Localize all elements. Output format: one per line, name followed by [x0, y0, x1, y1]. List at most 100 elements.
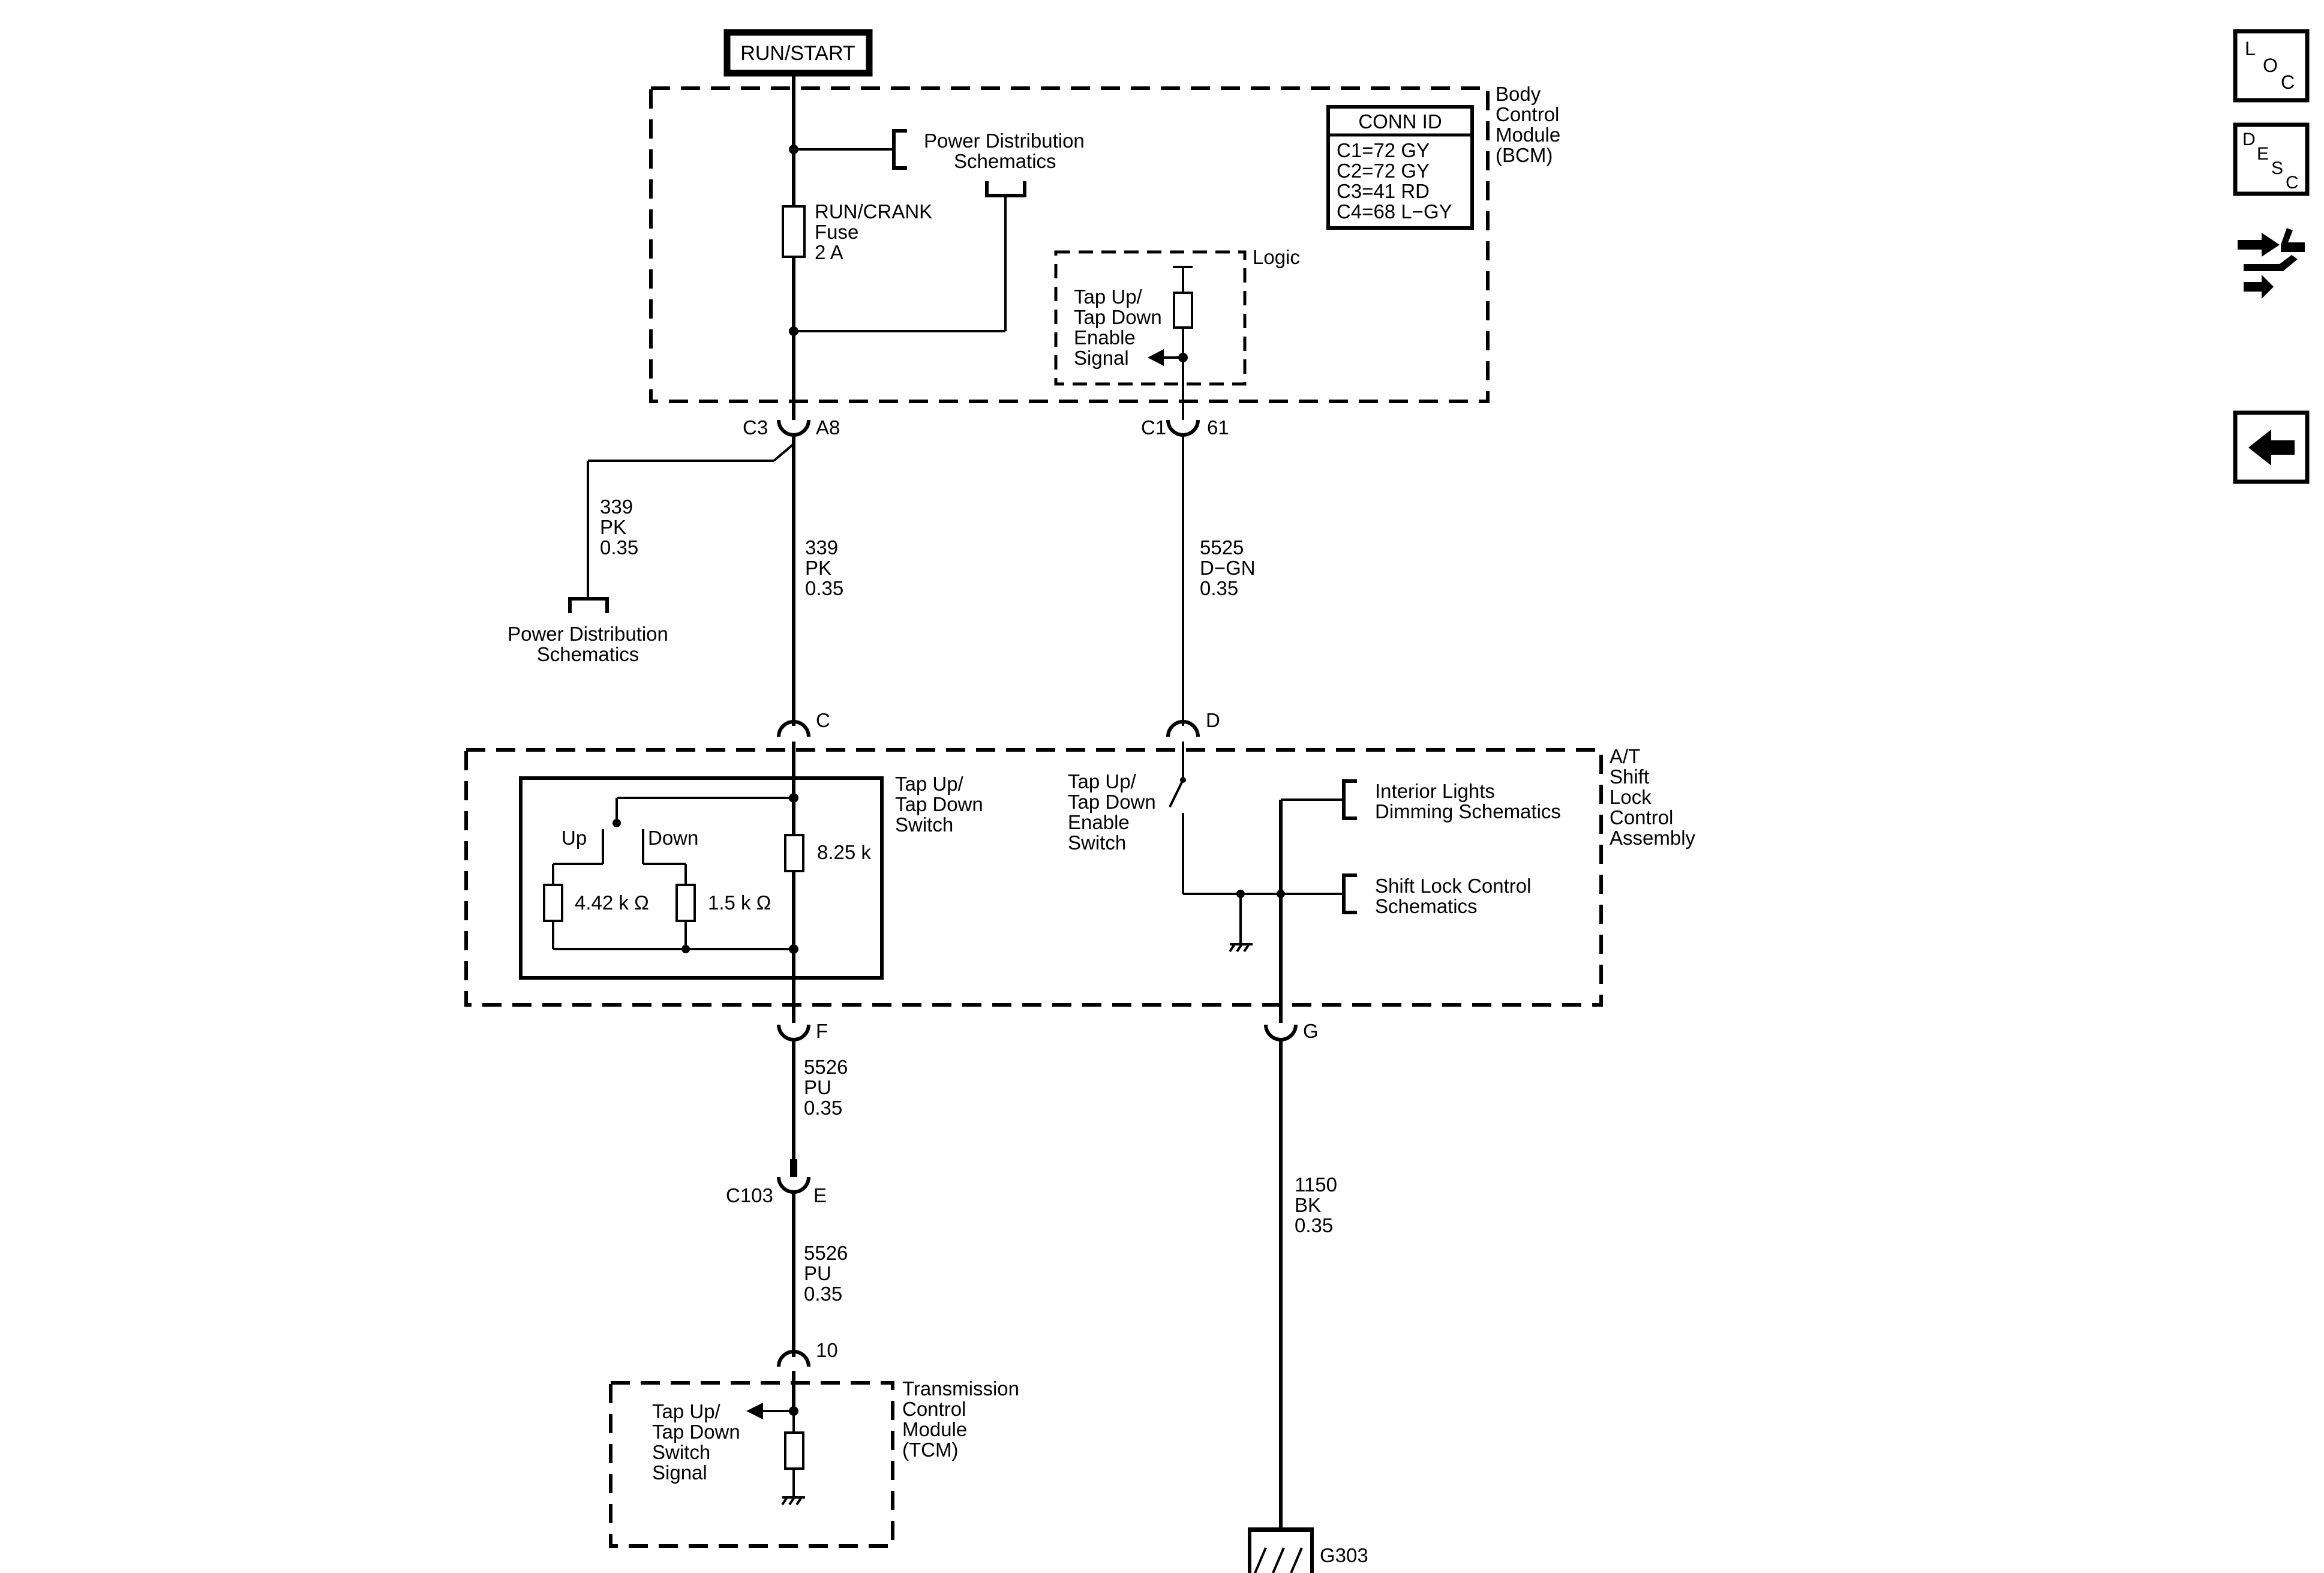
svg-text:Power Distribution: Power Distribution [924, 130, 1085, 152]
svg-text:4.42 k Ω: 4.42 k Ω [575, 891, 649, 914]
svg-text:F: F [816, 1020, 828, 1042]
ground-symbol-shift-lock [1229, 943, 1253, 953]
bcm-logic-box [1054, 250, 1247, 386]
svg-text:G303: G303 [1320, 1544, 1368, 1566]
svg-text:Tap Down: Tap Down [1068, 791, 1156, 813]
tcm-signal-label: Tap Up/ Tap Down Switch Signal [652, 1400, 740, 1484]
connector-repair-icon[interactable] [2238, 228, 2305, 299]
svg-text:Enable: Enable [1068, 811, 1130, 833]
svg-text:C: C [2281, 71, 2295, 93]
svg-text:Fuse: Fuse [815, 221, 858, 243]
svg-text:Tap Down: Tap Down [1074, 306, 1162, 328]
svg-text:0.35: 0.35 [1295, 1214, 1333, 1236]
svg-text:Enable: Enable [1074, 326, 1136, 349]
svg-text:5526: 5526 [804, 1056, 848, 1078]
svg-text:Schematics: Schematics [537, 643, 639, 665]
svg-text:G: G [1303, 1020, 1319, 1042]
shift-lock-module-boundary [464, 748, 1603, 1007]
svg-text:Lock: Lock [1610, 786, 1652, 808]
svg-text:L: L [2245, 38, 2256, 59]
connector-pin-g: G [1264, 1020, 1319, 1042]
svg-text:8.25 k: 8.25 k [817, 841, 871, 863]
svg-text:C1: C1 [1141, 416, 1166, 439]
svg-text:Tap Up/: Tap Up/ [1068, 770, 1137, 792]
svg-text:PU: PU [804, 1076, 831, 1098]
conn-id-row: C4=68 L−GY [1337, 200, 1452, 223]
svg-text:1.5 k Ω: 1.5 k Ω [708, 891, 771, 914]
conn-id-table: CONN ID C1=72 GY C2=72 GY C3=41 RD C4=68… [1326, 105, 1474, 230]
loc-button[interactable]: L O C [2233, 29, 2310, 103]
back-arrow-button[interactable] [2233, 410, 2310, 484]
svg-text:1150: 1150 [1295, 1173, 1337, 1196]
wire-339-main-label: 339 PK 0.35 [805, 536, 843, 599]
connector-c1-61: C1 61 [1141, 416, 1229, 439]
svg-text:PK: PK [805, 557, 831, 579]
desc-button[interactable]: D E S C [2233, 122, 2310, 196]
svg-text:339: 339 [805, 536, 838, 559]
svg-text:D: D [1206, 709, 1220, 731]
svg-text:Dimming Schematics: Dimming Schematics [1375, 800, 1561, 822]
svg-text:10: 10 [816, 1339, 838, 1361]
run-start-label: RUN/START [740, 42, 855, 65]
conn-id-row: C3=41 RD [1337, 180, 1430, 202]
bcm-module-boundary [649, 86, 1490, 403]
ground-g303: G303 [1248, 1527, 1368, 1573]
resistor-4-42k: 4.42 k Ω [543, 884, 649, 922]
svg-text:Shift Lock Control: Shift Lock Control [1375, 875, 1531, 897]
svg-text:Switch: Switch [895, 813, 953, 836]
svg-text:Tap Up/: Tap Up/ [1074, 286, 1143, 308]
power-distribution-ref-branch: Power Distribution Schematics [508, 623, 668, 665]
connector-pin-c: C [777, 709, 830, 737]
connector-tcm-pin-10: 10 [777, 1339, 838, 1367]
svg-text:A/T: A/T [1610, 745, 1640, 767]
svg-text:Control: Control [1496, 103, 1559, 125]
resistor-8-25k: 8.25 k [784, 834, 871, 872]
resistor-1-5k: 1.5 k Ω [675, 884, 771, 922]
interior-lights-ref: Interior Lights Dimming Schematics [1342, 779, 1561, 822]
svg-text:A8: A8 [816, 416, 840, 439]
connector-pin-d: D [1166, 709, 1220, 737]
svg-text:Transmission: Transmission [902, 1377, 1019, 1400]
svg-text:5526: 5526 [804, 1242, 848, 1264]
enable-switch-label: Tap Up/ Tap Down Enable Switch [1068, 770, 1156, 854]
svg-text:Module: Module [902, 1418, 967, 1440]
svg-text:O: O [2263, 55, 2278, 76]
conn-id-title: CONN ID [1358, 110, 1442, 133]
run-start-source: RUN/START [723, 29, 873, 77]
svg-text:Control: Control [1610, 806, 1673, 828]
svg-text:339: 339 [600, 496, 633, 518]
conn-id-row: C1=72 GY [1337, 139, 1430, 161]
wire-5525-label: 5525 D−GN 0.35 [1200, 536, 1256, 599]
tap-switch-box [519, 776, 884, 980]
svg-text:E: E [2257, 144, 2269, 164]
svg-text:PK: PK [600, 516, 626, 538]
svg-text:Schematics: Schematics [954, 150, 1056, 172]
svg-text:(BCM): (BCM) [1496, 144, 1553, 166]
power-distribution-ref-top: Power Distribution Schematics [892, 129, 1085, 197]
up-label: Up [562, 827, 587, 849]
conn-id-row: C2=72 GY [1337, 160, 1430, 182]
svg-text:2 A: 2 A [815, 241, 843, 263]
enable-signal-label: Tap Up/ Tap Down Enable Signal [1074, 286, 1162, 369]
connector-pin-f: F [777, 1020, 828, 1042]
wire-1150-label: 1150 BK 0.35 [1295, 1173, 1337, 1236]
svg-text:D: D [2242, 130, 2256, 149]
svg-text:Tap Down: Tap Down [652, 1421, 740, 1443]
svg-text:61: 61 [1207, 416, 1229, 439]
tap-switch-label: Tap Up/ Tap Down Switch [895, 773, 983, 836]
svg-text:Switch: Switch [652, 1441, 710, 1463]
svg-text:Tap Down: Tap Down [895, 793, 983, 815]
svg-text:S: S [2271, 158, 2283, 178]
run-crank-fuse: RUN/CRANK Fuse 2 A [782, 200, 932, 263]
svg-text:C: C [2286, 173, 2299, 193]
bcm-module-label: Body Control Module (BCM) [1496, 83, 1560, 166]
svg-text:Assembly: Assembly [1610, 827, 1696, 849]
svg-text:0.35: 0.35 [600, 536, 638, 559]
svg-text:E: E [813, 1184, 827, 1206]
svg-text:0.35: 0.35 [804, 1283, 842, 1305]
wire-5526-lower-label: 5526 PU 0.35 [804, 1242, 848, 1305]
svg-text:D−GN: D−GN [1200, 557, 1256, 579]
wire-339-branch-label: 339 PK 0.35 [600, 496, 638, 559]
svg-text:Shift: Shift [1610, 766, 1649, 788]
tcm-module-boundary [609, 1381, 894, 1548]
